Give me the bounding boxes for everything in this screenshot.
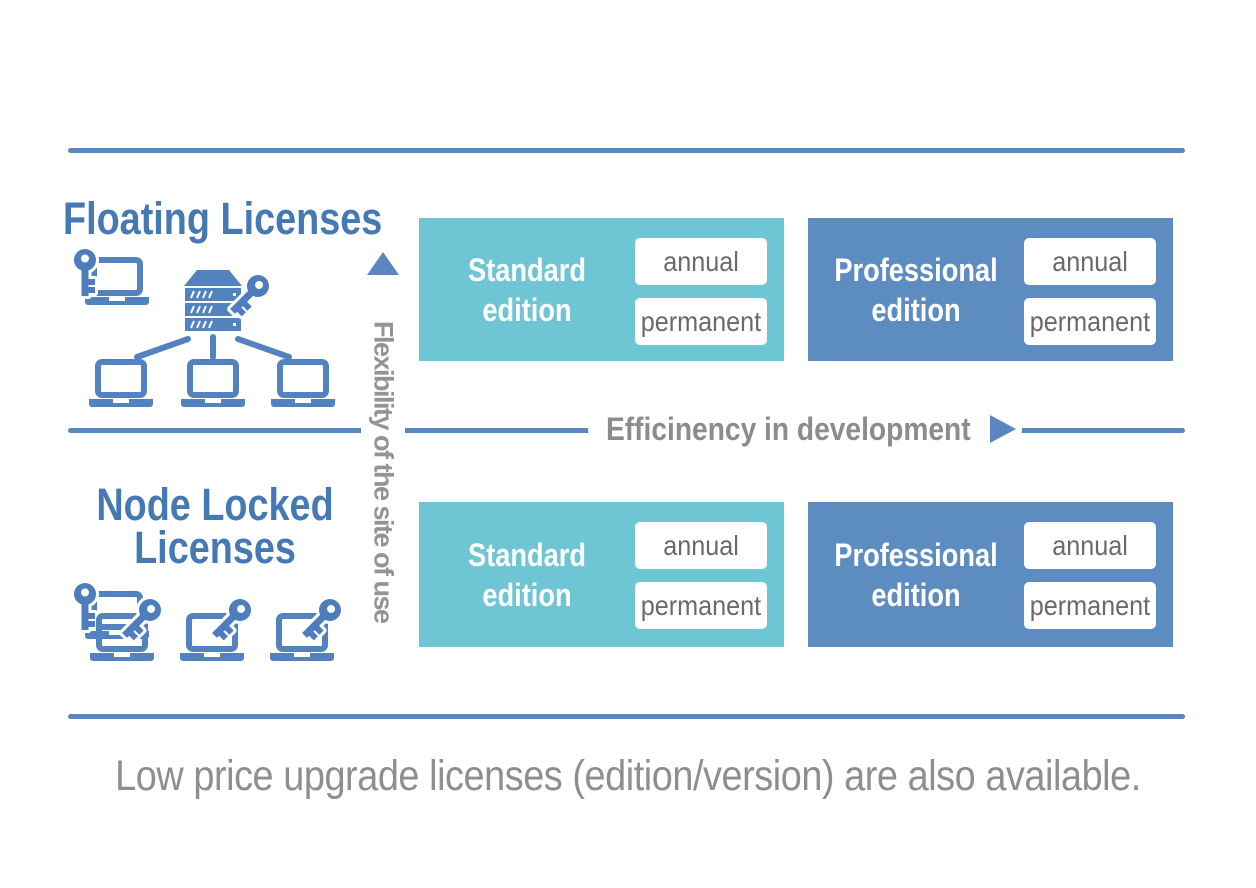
annual-badge: annual bbox=[1024, 238, 1156, 285]
right-arrow-icon bbox=[990, 415, 1016, 443]
badge-label: annual bbox=[1052, 529, 1128, 561]
floating-licenses-heading: Floating Licenses bbox=[63, 193, 383, 244]
license-server-icon bbox=[184, 270, 242, 331]
laptop-icon bbox=[89, 362, 153, 407]
node-locked-licenses-heading: Node Locked Licenses bbox=[96, 479, 334, 573]
laptops-with-keys-icon bbox=[71, 580, 345, 666]
permanent-badge: permanent bbox=[635, 298, 767, 345]
footer-note: Low price upgrade licenses (edition/vers… bbox=[115, 752, 1141, 800]
annual-badge: annual bbox=[635, 238, 767, 285]
horizontal-axis: Efficinency in development bbox=[588, 412, 1022, 446]
up-arrow-icon bbox=[367, 252, 399, 275]
top-divider-line bbox=[68, 148, 1185, 153]
badge-label: permanent bbox=[1029, 305, 1151, 337]
annual-badge: annual bbox=[1024, 522, 1156, 569]
bottom-divider-line bbox=[68, 714, 1185, 719]
professional-edition-box-node-locked: Professional edition annual permanent bbox=[808, 502, 1173, 647]
permanent-badge: permanent bbox=[635, 582, 767, 629]
laptop-icon bbox=[181, 362, 245, 407]
laptop-icon bbox=[271, 362, 335, 407]
server-with-key-and-laptops-icon bbox=[71, 246, 345, 410]
badge-label: permanent bbox=[640, 589, 762, 621]
badge-label: permanent bbox=[1029, 589, 1151, 621]
edition-title: Professional edition bbox=[834, 251, 998, 328]
badge-label: annual bbox=[663, 529, 739, 561]
edition-title: Standard edition bbox=[468, 251, 586, 328]
standard-edition-box-node-locked: Standard edition annual permanent bbox=[419, 502, 784, 647]
horizontal-axis-label: Efficinency in development bbox=[606, 411, 971, 447]
badge-label: annual bbox=[663, 245, 739, 277]
vertical-axis: Flexibility of the site of use bbox=[361, 282, 405, 662]
vertical-axis-label: Flexibility of the site of use bbox=[368, 321, 399, 623]
standard-edition-box-floating: Standard edition annual permanent bbox=[419, 218, 784, 361]
network-lines bbox=[134, 334, 292, 360]
permanent-badge: permanent bbox=[1024, 298, 1156, 345]
annual-badge: annual bbox=[635, 522, 767, 569]
permanent-badge: permanent bbox=[1024, 582, 1156, 629]
edition-title: Professional edition bbox=[834, 536, 998, 613]
edition-title: Standard edition bbox=[468, 536, 586, 613]
professional-edition-box-floating: Professional edition annual permanent bbox=[808, 218, 1173, 361]
badge-label: permanent bbox=[640, 305, 762, 337]
badge-label: annual bbox=[1052, 245, 1128, 277]
